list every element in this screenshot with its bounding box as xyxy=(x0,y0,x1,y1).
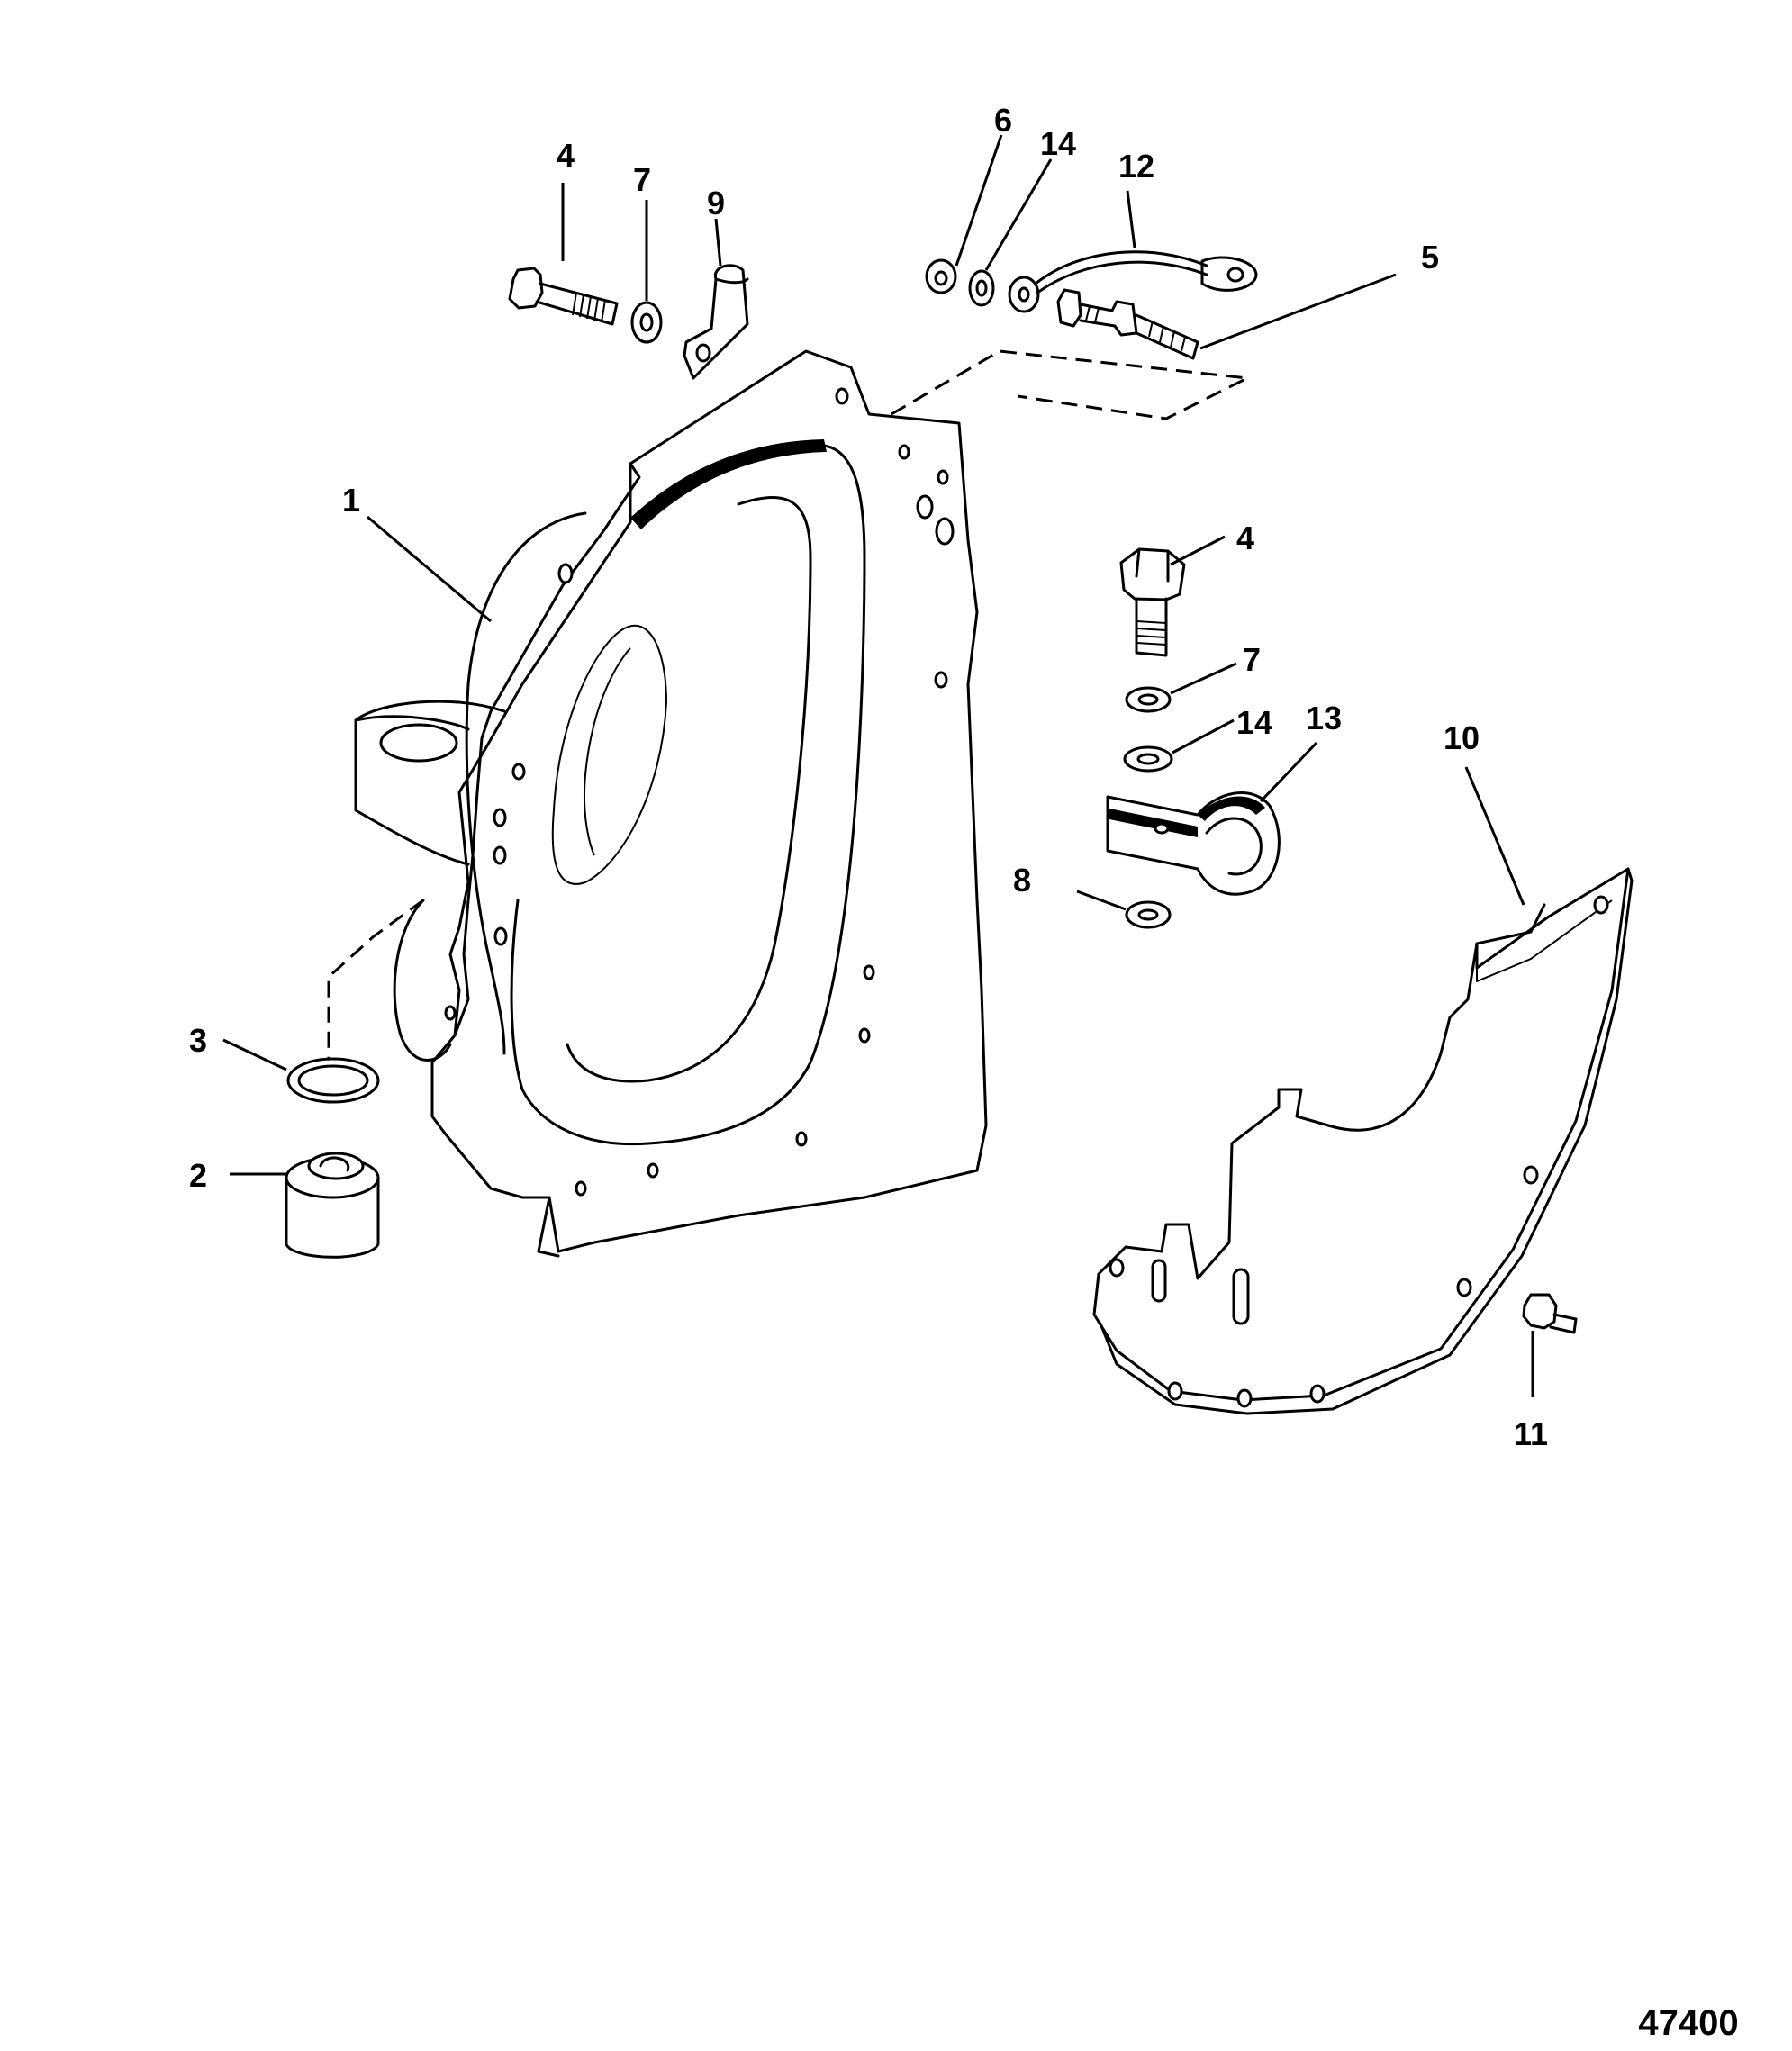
clip-bracket-part xyxy=(683,264,749,380)
callout-12: 12 xyxy=(1118,148,1154,185)
figure-number: 47400 xyxy=(1638,2003,1738,2043)
callout-6: 6 xyxy=(994,102,1012,139)
cover-screw-part xyxy=(1522,1293,1578,1334)
callout-5: 5 xyxy=(1421,239,1439,276)
bolt-top-left xyxy=(508,267,619,326)
callout-11: 11 xyxy=(1514,1415,1548,1452)
flat-washer-lower xyxy=(1125,900,1172,929)
callout-7-middle: 7 xyxy=(1243,641,1261,678)
callout-13: 13 xyxy=(1306,700,1342,736)
lock-washer-middle xyxy=(1125,686,1172,713)
nut-part xyxy=(925,258,957,294)
lock-washer-top-left xyxy=(630,301,663,344)
assembly-line-seal xyxy=(327,899,424,1062)
callout-9: 9 xyxy=(707,185,725,221)
cable-clamp-part xyxy=(1106,791,1281,896)
flywheel-housing xyxy=(354,349,988,1258)
callout-1: 1 xyxy=(342,482,360,519)
callout-14-middle: 14 xyxy=(1236,704,1272,741)
flat-washer-top-right xyxy=(968,269,995,307)
callout-8: 8 xyxy=(1013,862,1031,899)
ground-strap-part xyxy=(1008,250,1258,313)
bushing-part xyxy=(285,1152,380,1259)
leader-lines xyxy=(222,134,1534,1397)
bolt-vertical xyxy=(1119,547,1186,657)
seal-ring-part xyxy=(286,1057,380,1104)
callout-numbers: 1 2 3 4 4 5 6 7 7 8 9 10 11 12 13 14 14 xyxy=(189,102,1548,1452)
housing-bolt-holes xyxy=(444,387,955,1197)
assembly-line-stud xyxy=(891,349,1253,420)
callout-3: 3 xyxy=(189,1022,207,1059)
callout-14-top: 14 xyxy=(1040,125,1076,162)
callout-4-top: 4 xyxy=(557,137,575,174)
callout-10: 10 xyxy=(1444,719,1480,756)
callout-7-top: 7 xyxy=(633,161,651,198)
flywheel-cover-plate xyxy=(1092,867,1634,1415)
stud-part xyxy=(1056,288,1199,360)
flat-washer-middle xyxy=(1123,745,1173,773)
callout-2: 2 xyxy=(189,1157,207,1194)
callout-4-middle: 4 xyxy=(1236,520,1254,556)
